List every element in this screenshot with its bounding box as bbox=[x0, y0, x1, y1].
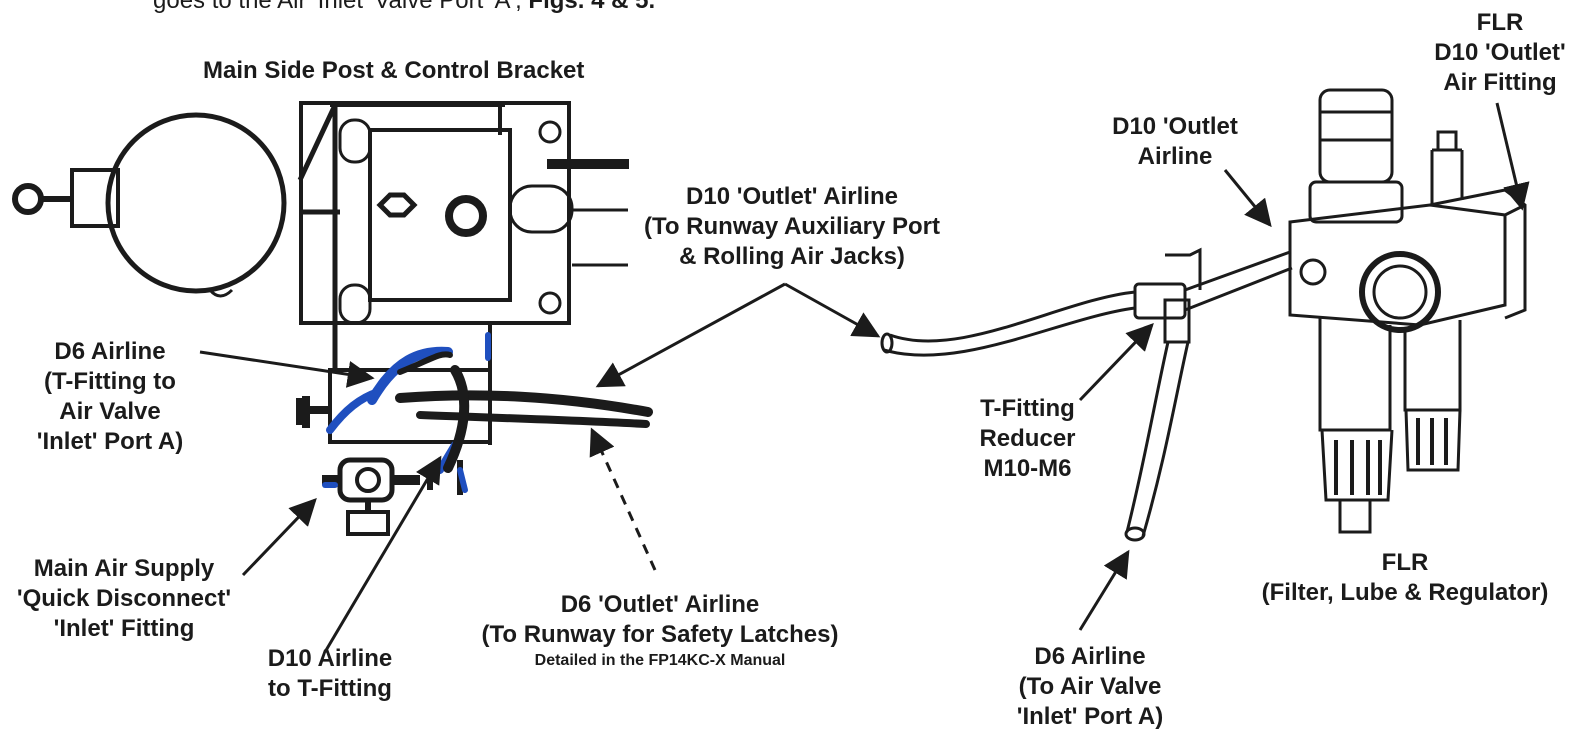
regulator-cap bbox=[1318, 88, 1394, 184]
label-line: Main Air Supply bbox=[33, 555, 215, 582]
caption-figs: Figs. 4 & 5. bbox=[528, 0, 656, 14]
label-line: to T-Fitting bbox=[268, 675, 392, 702]
right-hoses bbox=[880, 247, 1293, 542]
label-line: D10 'Outlet bbox=[1112, 113, 1238, 140]
d6-airline-tfitting-label: D6 Airline (T-Fitting to Air Valve 'Inle… bbox=[0, 337, 220, 457]
label-line: (T-Fitting to bbox=[44, 368, 176, 395]
caption-text: goes to the Air 'Inlet' Valve Port 'A', bbox=[153, 0, 522, 14]
label-line: FLR bbox=[1381, 549, 1429, 576]
label-line: D6 Airline bbox=[54, 338, 166, 365]
arrow-d6-airline bbox=[199, 350, 375, 388]
flr-assembly bbox=[1288, 88, 1527, 534]
flr-outlet-fitting-label: FLR D10 'Outlet' Air Fitting bbox=[1412, 8, 1588, 98]
label-line: T-Fitting bbox=[980, 395, 1075, 422]
arrow-d10-tfitting bbox=[323, 455, 442, 653]
manual-note: Detailed in the FP14KC-X Manual bbox=[534, 652, 786, 669]
label-line: 'Quick Disconnect' bbox=[16, 585, 232, 612]
black-outlet-hoses bbox=[395, 351, 653, 473]
label-line: (To Runway for Safety Latches) bbox=[481, 621, 839, 648]
label-line: 'Inlet' Port A) bbox=[1016, 703, 1164, 730]
main-post-title-text: Main Side Post & Control Bracket bbox=[203, 57, 585, 84]
lube-bowl bbox=[1403, 320, 1462, 412]
label-line: 'Inlet' Port A) bbox=[36, 428, 184, 455]
d10-outlet-airline-label: D10 'Outlet' Airline (To Runway Auxiliar… bbox=[622, 182, 962, 272]
d10-outlet-airline-right-label: D10 'Outlet Airline bbox=[1085, 112, 1265, 172]
outlet-hose-d10 bbox=[889, 290, 1136, 343]
label-line: 'Inlet' Fitting bbox=[53, 615, 195, 642]
label-line: D10 Airline bbox=[267, 645, 393, 672]
label-line: D6 'Outlet' Airline bbox=[560, 591, 760, 618]
d6-hose bbox=[1125, 341, 1190, 537]
label-line: D10 'Outlet' Airline bbox=[686, 183, 898, 210]
main-post-title: Main Side Post & Control Bracket bbox=[203, 56, 584, 86]
d6-outlet-airline-label: D6 'Outlet' Airline (To Runway for Safet… bbox=[455, 590, 865, 672]
label-line: Reducer bbox=[979, 425, 1076, 452]
control-bracket-assembly bbox=[12, 101, 629, 536]
label-line: Air Valve bbox=[59, 398, 161, 425]
label-line: Air Fitting bbox=[1443, 69, 1557, 96]
label-line: M10-M6 bbox=[983, 455, 1072, 482]
main-air-supply-label: Main Air Supply 'Quick Disconnect' 'Inle… bbox=[0, 554, 248, 644]
label-line: D6 Airline bbox=[1034, 643, 1146, 670]
label-line: FLR bbox=[1476, 9, 1524, 36]
d6-airline-valve-label: D6 Airline (To Air Valve 'Inlet' Port A) bbox=[1000, 642, 1180, 732]
arrow-d10-outlet-left bbox=[595, 282, 786, 388]
leader-arrows bbox=[199, 102, 1530, 653]
arrow-d6-outlet bbox=[589, 427, 657, 571]
flr-label: FLR (Filter, Lube & Regulator) bbox=[1240, 548, 1570, 608]
label-line: (To Runway Auxiliary Port bbox=[643, 213, 941, 240]
d10-airline-tfitting-label: D10 Airline to T-Fitting bbox=[240, 644, 420, 704]
label-line: D10 'Outlet' bbox=[1434, 39, 1566, 66]
filter-bowl bbox=[1318, 318, 1392, 432]
pressure-gauge bbox=[1359, 251, 1441, 333]
caption-line: goes to the Air 'Inlet' Valve Port 'A', … bbox=[153, 0, 655, 16]
label-line: (To Air Valve bbox=[1018, 673, 1162, 700]
arrow-d6-airline-valve bbox=[1078, 549, 1130, 631]
arrow-t-fitting-reducer bbox=[1078, 323, 1154, 402]
label-line: Airline bbox=[1137, 143, 1213, 170]
arrow-flr-outlet bbox=[1495, 102, 1530, 211]
arrow-d10-outlet-airline bbox=[1223, 169, 1272, 228]
round-tank bbox=[105, 112, 287, 294]
label-line: & Rolling Air Jacks) bbox=[679, 243, 905, 270]
arrow-main-air bbox=[241, 498, 317, 577]
tank-knob bbox=[12, 183, 44, 215]
arrow-d10-outlet-right bbox=[784, 282, 881, 338]
t-fitting-reducer-label: T-Fitting Reducer M10-M6 bbox=[955, 394, 1100, 484]
label-line: (Filter, Lube & Regulator) bbox=[1261, 579, 1549, 606]
